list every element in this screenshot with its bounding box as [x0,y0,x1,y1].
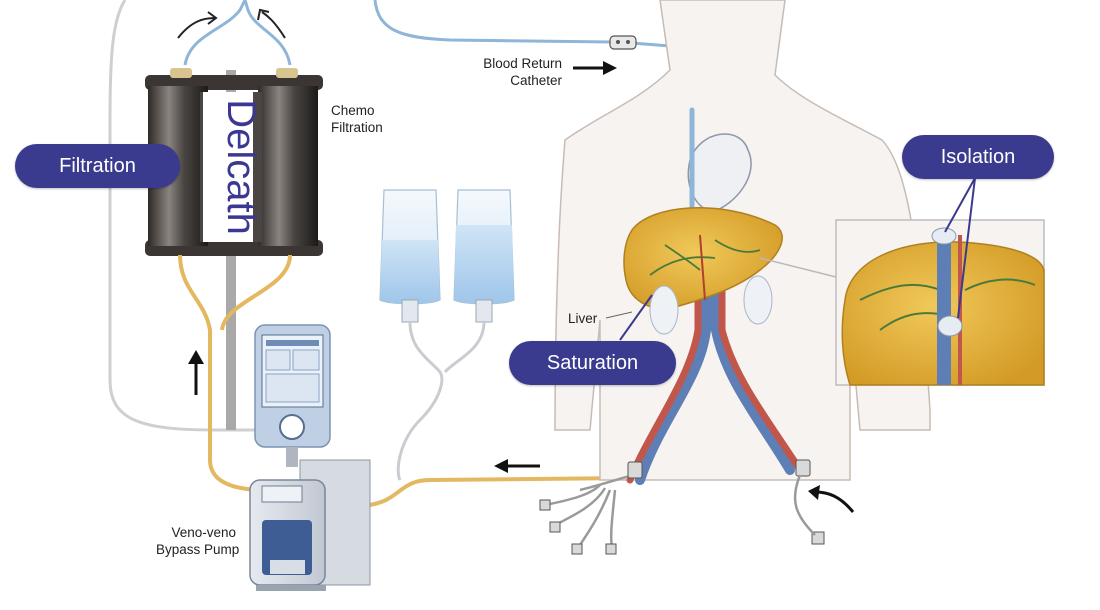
flow-arrow-return [573,61,617,75]
saturation-pill: Saturation [509,341,676,385]
blood-return-catheter-label: Blood Return Catheter [483,56,562,88]
delcath-logo: Delcath [219,99,263,235]
isolation-pill: Isolation [902,135,1054,179]
chemo-filtration-label: Chemo Filtration [331,103,383,135]
liver-leader [605,311,633,319]
grey-line-loop [108,0,255,432]
kidney-left [649,285,679,335]
bypass-pump [249,459,371,591]
iv-bag-tubing [396,321,486,481]
femoral-sheath-right [793,474,816,536]
control-monitor [254,324,331,467]
flow-arrow-up [188,350,204,395]
chemo-filter-assembly: Delcath [145,68,323,256]
liver [623,207,783,310]
flow-arrow-top-left [177,8,286,39]
flow-arrow-inflow [808,485,855,513]
bypass-pump-label: Veno-veno Bypass Pump [156,525,240,557]
liver-label: Liver [568,311,598,326]
leader-lines [619,177,976,341]
major-vessels [626,107,804,485]
flow-arrow-left [494,459,540,473]
inset-connector [759,257,841,279]
liver-zoom-inset [835,219,1045,386]
catheter-connector [609,35,637,50]
iv-bag-left [379,189,441,323]
femoral-sheath-left [544,474,631,549]
kidney-right [743,275,773,325]
filtration-pill: Filtration [15,144,180,188]
iv-bag-right [453,189,515,323]
